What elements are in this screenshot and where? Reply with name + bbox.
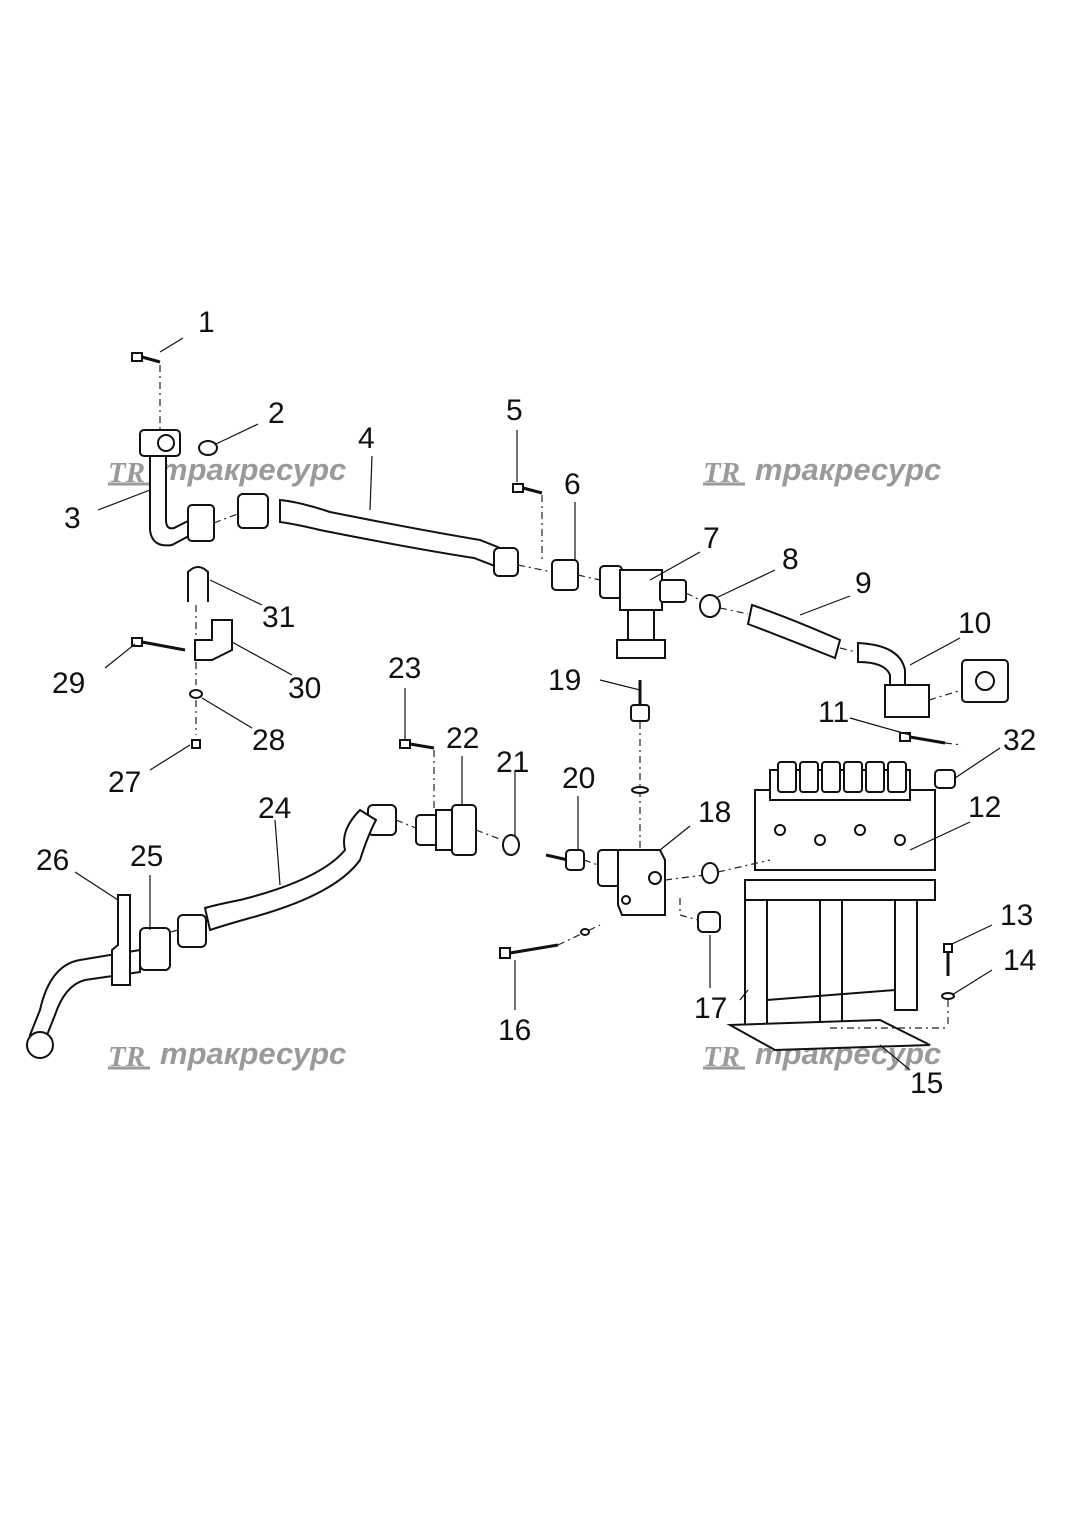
part-4-hose xyxy=(237,493,519,577)
part-20-fitting xyxy=(545,849,585,871)
part-14-washer xyxy=(941,992,955,1000)
part-26-bracket xyxy=(111,894,131,986)
part-7-tee-block xyxy=(599,565,687,659)
callout-9: 9 xyxy=(855,567,872,600)
callout-7: 7 xyxy=(703,522,720,555)
part-9-rubber-hose xyxy=(746,603,842,660)
part-8-hose-clamp xyxy=(699,594,721,618)
callout-26: 26 xyxy=(36,844,69,877)
callout-labels: 1 2 3 4 5 6 7 8 9 10 11 12 13 14 15 16 1… xyxy=(36,306,1036,1100)
part-15-base-plate xyxy=(726,1018,931,1052)
callout-18: 18 xyxy=(698,796,731,829)
callout-14: 14 xyxy=(1003,944,1036,977)
part-6-flange-clamp xyxy=(551,559,579,591)
part-21-o-ring xyxy=(502,834,520,856)
part-23-bolt xyxy=(399,739,435,750)
callout-20: 20 xyxy=(562,762,595,795)
part-17-cap xyxy=(697,911,721,933)
callout-8: 8 xyxy=(782,543,799,576)
callout-22: 22 xyxy=(446,722,479,755)
part-18-connector-block xyxy=(597,849,666,916)
part-12-control-valve xyxy=(754,761,936,871)
part-17-support-frame xyxy=(744,879,936,1031)
watermark-top-right: TR тракресурс xyxy=(703,452,941,489)
part-3-elbow-pipe xyxy=(139,429,215,547)
part-18-o-ring xyxy=(701,862,719,884)
part-2-o-ring xyxy=(198,440,218,456)
callout-2: 2 xyxy=(268,397,285,430)
callout-30: 30 xyxy=(288,672,321,705)
svg-text:тракресурс: тракресурс xyxy=(755,452,941,487)
part-25-pipe xyxy=(26,927,171,1059)
callout-3: 3 xyxy=(64,502,81,535)
part-24-hose xyxy=(177,804,397,948)
callout-15: 15 xyxy=(910,1067,943,1100)
watermark-top-left: TR тракресурс xyxy=(108,452,346,489)
callout-24: 24 xyxy=(258,792,291,825)
svg-text:тракресурс: тракресурс xyxy=(160,452,346,487)
callout-4: 4 xyxy=(358,422,375,455)
part-13-bolt xyxy=(943,943,953,976)
part-19-seal xyxy=(631,786,649,794)
part-22-flange-adapter xyxy=(415,804,477,856)
part-27-nut xyxy=(191,739,201,749)
callout-1: 1 xyxy=(198,306,215,339)
svg-text:тракресурс: тракресурс xyxy=(160,1036,346,1071)
callout-17: 17 xyxy=(694,992,727,1025)
callout-27: 27 xyxy=(108,766,141,799)
watermark-bottom-left: TR тракресурс xyxy=(108,1036,346,1073)
leader-lines xyxy=(74,337,1001,1071)
callout-19: 19 xyxy=(548,664,581,697)
callout-29: 29 xyxy=(52,667,85,700)
part-29-bolt xyxy=(131,637,186,652)
callout-28: 28 xyxy=(252,724,285,757)
callout-31: 31 xyxy=(262,601,295,634)
callout-25: 25 xyxy=(130,840,163,873)
callout-10: 10 xyxy=(958,607,991,640)
part-5-bolt xyxy=(512,483,543,495)
part-30-bracket xyxy=(194,619,233,661)
part-28-washer xyxy=(189,689,203,699)
callout-13: 13 xyxy=(1000,899,1033,932)
callout-23: 23 xyxy=(388,652,421,685)
callout-11: 11 xyxy=(818,696,849,729)
part-10-elbow xyxy=(857,641,930,718)
callout-5: 5 xyxy=(506,394,523,427)
callout-16: 16 xyxy=(498,1014,531,1047)
part-1-bolt xyxy=(131,352,161,364)
callout-21: 21 xyxy=(496,746,529,779)
callout-12: 12 xyxy=(968,791,1001,824)
part-19-plug-screw xyxy=(630,680,650,722)
part-16-long-bolt xyxy=(499,943,559,959)
callout-6: 6 xyxy=(564,468,581,501)
callout-32: 32 xyxy=(1003,724,1036,757)
part-32-plug xyxy=(934,769,956,789)
